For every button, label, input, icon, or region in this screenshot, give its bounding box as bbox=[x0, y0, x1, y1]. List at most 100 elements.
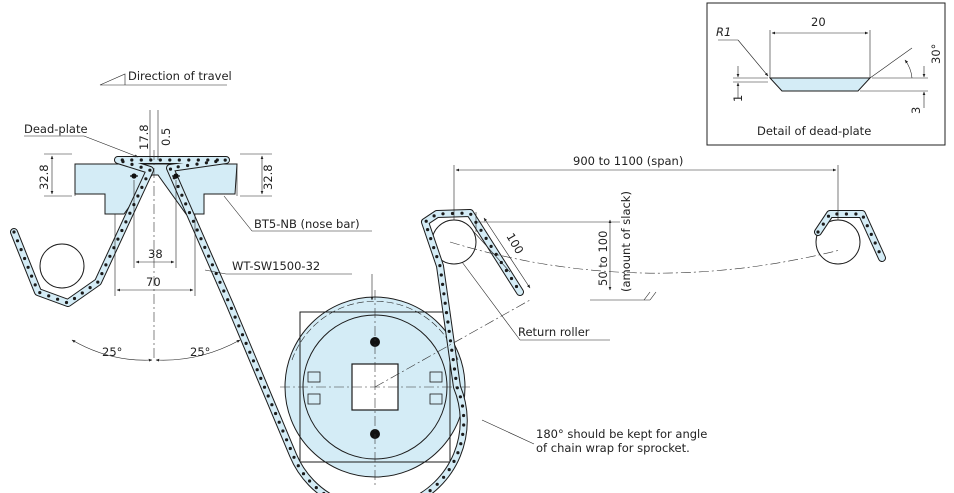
chain-pin bbox=[19, 248, 23, 252]
chain-pin bbox=[444, 311, 449, 315]
chain-pin bbox=[214, 271, 218, 276]
chain-pin bbox=[459, 442, 463, 446]
chain-pin bbox=[128, 211, 132, 215]
chain-pin bbox=[139, 158, 143, 162]
chain-pin bbox=[196, 158, 200, 162]
chain bbox=[10, 156, 886, 493]
chain-pin bbox=[229, 306, 233, 310]
chain-pin bbox=[452, 367, 457, 371]
chain-pin bbox=[177, 158, 181, 162]
chain-pin bbox=[47, 294, 51, 298]
sprocket-label: WT-SW1500-32 bbox=[232, 259, 320, 273]
chain-pin bbox=[124, 220, 128, 224]
chain-pin bbox=[442, 475, 446, 479]
chain-pin bbox=[462, 423, 466, 427]
chain-pin bbox=[816, 230, 820, 234]
chain-pin bbox=[26, 265, 30, 269]
dim-32-8-left: 32.8 bbox=[37, 164, 51, 190]
dim-17-8: 17.8 bbox=[137, 124, 151, 150]
chain-pin bbox=[484, 236, 488, 240]
chain-pin bbox=[441, 212, 445, 216]
chain-pin bbox=[148, 168, 152, 172]
chain-pin bbox=[214, 159, 218, 164]
chain-pin bbox=[112, 246, 116, 250]
nose-bar-label: BT5-NB (nose bar) bbox=[254, 217, 360, 231]
chain-pin bbox=[187, 158, 191, 162]
chain-pin bbox=[447, 468, 451, 472]
chain-pin bbox=[443, 301, 447, 305]
chain-pin bbox=[454, 376, 458, 380]
chain-pin bbox=[274, 411, 278, 416]
detail-dim-3: 3 bbox=[909, 107, 923, 114]
span-and-slack: 900 to 1100 (span) 50 to 100 (amount of … bbox=[453, 154, 839, 301]
chain-pin bbox=[442, 292, 446, 296]
chain-pin bbox=[203, 245, 207, 249]
chain-pin bbox=[285, 438, 289, 442]
chain-pin bbox=[38, 291, 42, 295]
chain-pin bbox=[12, 230, 16, 234]
chain-pin bbox=[429, 237, 433, 241]
chain-pin bbox=[432, 246, 436, 250]
left-roller bbox=[39, 243, 85, 289]
chain-pin bbox=[873, 241, 877, 245]
chain-pin bbox=[494, 252, 498, 256]
dim-0-5: 0.5 bbox=[159, 128, 173, 146]
chain-pin bbox=[23, 256, 27, 261]
chain-pin bbox=[456, 451, 460, 455]
chain-pin bbox=[130, 158, 134, 162]
chain-pin bbox=[432, 214, 436, 218]
chain-pin bbox=[218, 280, 222, 284]
dead-plate-label: Dead-plate bbox=[24, 122, 88, 136]
chain-pin bbox=[120, 158, 124, 162]
leader-labels: BT5-NB (nose bar) WT-SW1500-32 Return ro… bbox=[204, 195, 707, 455]
chain-pin bbox=[88, 286, 92, 290]
wrap-note-line-1: 180° should be kept for angle bbox=[536, 427, 707, 441]
chain-pin bbox=[184, 202, 188, 206]
chain-pin bbox=[296, 464, 300, 468]
chain-pin bbox=[439, 273, 443, 277]
chain-pin bbox=[240, 333, 245, 337]
chain-pin bbox=[450, 211, 455, 216]
chain-pin bbox=[877, 250, 881, 254]
chain-pin bbox=[206, 158, 210, 162]
chain-pin bbox=[460, 211, 464, 215]
chain-pin bbox=[33, 283, 37, 287]
dim-32-8-right: 32.8 bbox=[261, 164, 275, 190]
chain-pin bbox=[489, 244, 493, 248]
chain-pin bbox=[458, 395, 462, 399]
chain-pin bbox=[854, 212, 858, 216]
chain-pin bbox=[826, 214, 831, 218]
detail-dim-1: 1 bbox=[731, 95, 745, 102]
chain-pin bbox=[821, 222, 825, 226]
chain-pin bbox=[140, 185, 144, 189]
chain-pin bbox=[861, 215, 866, 219]
chain-pin bbox=[56, 297, 60, 301]
angle-25-right: 25° bbox=[190, 345, 210, 359]
chain-pin bbox=[455, 386, 459, 390]
chain-pin bbox=[461, 432, 465, 436]
chain-pin bbox=[452, 459, 456, 463]
detail-of-dead-plate: 20 R1 1 3 30° Detail of dead-plate bbox=[706, 2, 946, 146]
wrap-note-line-2: of chain wrap for sprocket. bbox=[536, 441, 690, 455]
chain-pin bbox=[130, 162, 134, 166]
chain-pin bbox=[428, 489, 432, 493]
chain-pin bbox=[195, 162, 199, 166]
chain-pin bbox=[262, 385, 267, 389]
chain-pin bbox=[168, 167, 173, 171]
chain-pin bbox=[308, 479, 312, 483]
chain-pin bbox=[187, 211, 192, 215]
chain-pin bbox=[446, 320, 450, 324]
chain-pin bbox=[835, 212, 839, 216]
chain-pin bbox=[176, 165, 180, 169]
chain-pin bbox=[199, 237, 203, 241]
angle-25-left: 25° bbox=[102, 345, 122, 359]
chain-pin bbox=[233, 315, 237, 319]
chain-pin bbox=[15, 239, 20, 243]
center-lines bbox=[153, 150, 841, 486]
chain-pin bbox=[460, 404, 465, 408]
chain-pin bbox=[237, 324, 241, 328]
chain-pin bbox=[144, 177, 148, 181]
chain-pin bbox=[96, 280, 100, 284]
chain-pin bbox=[259, 376, 263, 380]
